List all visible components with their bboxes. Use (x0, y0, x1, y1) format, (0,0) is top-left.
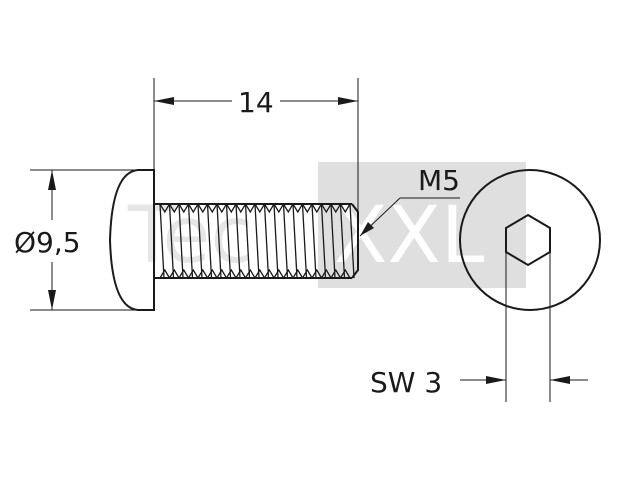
thread-label: M5 (418, 164, 460, 197)
thread-line (216, 203, 222, 279)
thread-line (292, 203, 298, 279)
thread-line (339, 203, 346, 279)
thread-line (168, 203, 175, 279)
wrench-size-label: SW 3 (370, 366, 442, 399)
thread-lines (159, 202, 355, 280)
length-label: 14 (238, 86, 274, 119)
wrench-size-dimension: SW 3 (370, 252, 588, 402)
screw-head-side (108, 169, 155, 311)
thread-line (301, 203, 308, 279)
thread-line (197, 203, 203, 279)
screw-head-top-view (459, 169, 601, 311)
watermark-box-right (318, 162, 526, 288)
thread-line (187, 203, 194, 279)
diameter-dimension: Ø9,5 (14, 169, 138, 311)
thread-line (244, 203, 251, 279)
diameter-label: Ø9,5 (14, 226, 81, 259)
thread-line (311, 203, 317, 279)
thread-line (206, 203, 213, 279)
thread-line (282, 203, 289, 279)
thread-line (178, 203, 184, 279)
thread-line (349, 203, 355, 279)
length-dimension: 14 (153, 78, 359, 212)
screw-shank (154, 202, 359, 280)
thread-line (273, 203, 279, 279)
thread-line (263, 203, 270, 279)
thread-line (159, 203, 165, 279)
thread-line (330, 203, 336, 279)
thread-line (320, 203, 327, 279)
thread-line (225, 203, 232, 279)
watermark-text-right: XXL (334, 191, 485, 281)
thread-line (235, 203, 241, 279)
thread-line (254, 203, 260, 279)
thread-callout: M5 (359, 164, 460, 237)
hex-socket-icon (505, 213, 551, 267)
